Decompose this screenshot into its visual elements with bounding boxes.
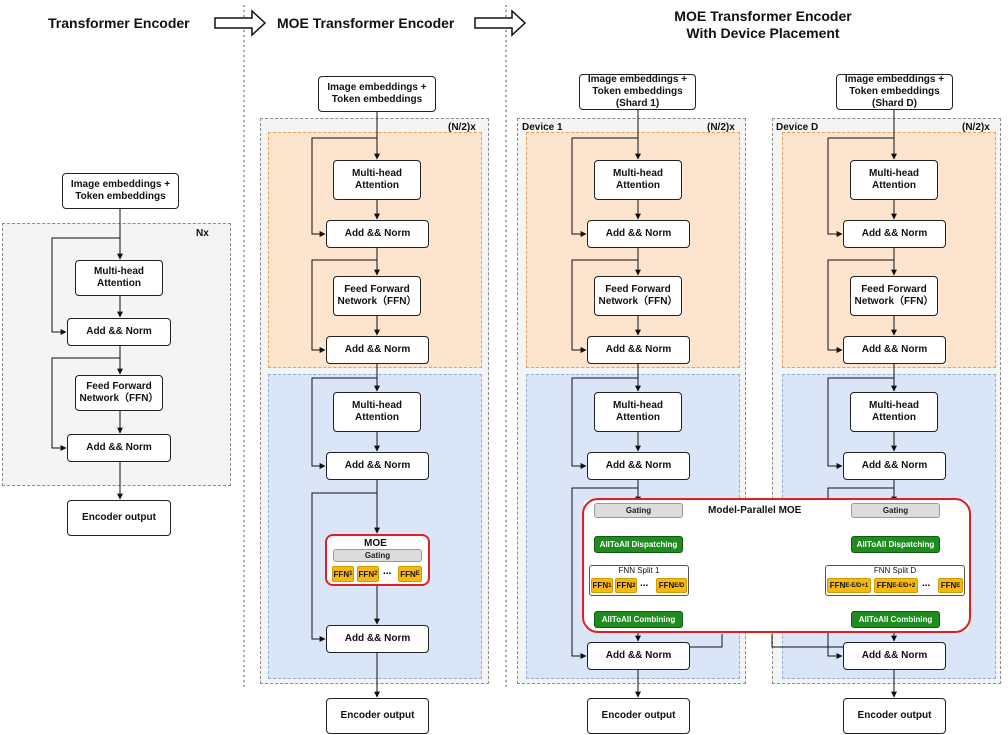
device1-experts-ellipsis: ... (640, 578, 649, 589)
col2-moe-outline (325, 534, 430, 586)
device1-add-norm-3: Add && Norm (587, 452, 690, 480)
deviceD-add-norm-2: Add && Norm (843, 336, 946, 364)
col1-input-box: Image embeddings + Token embeddings (62, 173, 179, 209)
deviceD-encoder-output: Encoder output (843, 698, 946, 734)
device1-add-norm-1: Add && Norm (587, 220, 690, 248)
device1-attention-2: Multi-head Attention (594, 392, 682, 432)
col1-add-norm-2: Add && Norm (67, 434, 171, 462)
deviceD-label: Device D (776, 122, 819, 133)
col1-attention-box: Multi-head Attention (75, 260, 163, 296)
col2-gating-box: Gating (333, 549, 422, 562)
model-parallel-moe-label: Model-Parallel MOE (708, 505, 802, 516)
deviceD-experts-ellipsis: ... (922, 578, 931, 589)
col2-add-norm-1: Add && Norm (326, 220, 429, 248)
deviceD-alltoall-combining: AllToAll Combining (851, 611, 940, 628)
deviceD-ffn-split-label: FNN Split D (873, 566, 917, 575)
title-transformer-encoder: Transformer Encoder (48, 15, 190, 31)
deviceD-add-norm-4: Add && Norm (843, 642, 946, 670)
col2-encoder-output: Encoder output (326, 698, 429, 734)
nx-label: Nx (196, 228, 209, 239)
col2-ffn-box: Feed Forward Network（FFN） (333, 276, 421, 316)
col2-add-norm-2: Add && Norm (326, 336, 429, 364)
col1-ffn-box: Feed Forward Network（FFN） (75, 375, 163, 411)
device1-add-norm-2: Add && Norm (587, 336, 690, 364)
col2-attention-1: Multi-head Attention (333, 160, 421, 200)
deviceD-alltoall-dispatching: AllToAll Dispatching (851, 536, 940, 553)
col2-input-box: Image embeddings + Token embeddings (318, 76, 436, 112)
col2-add-norm-4: Add && Norm (326, 625, 429, 653)
deviceD-n2x-label: (N/2)x (962, 122, 990, 133)
deviceD-attention-2: Multi-head Attention (850, 392, 938, 432)
device1-label: Device 1 (522, 122, 563, 133)
title-moe-device-placement: MOE Transformer Encoder With Device Plac… (674, 8, 852, 41)
deviceD-ffn-box: Feed Forward Network（FFN） (850, 276, 938, 316)
col1-add-norm-1: Add && Norm (67, 318, 171, 346)
col2-add-norm-3: Add && Norm (326, 452, 429, 480)
deviceD-add-norm-1: Add && Norm (843, 220, 946, 248)
col2-attention-2: Multi-head Attention (333, 392, 421, 432)
hollow-arrow-2 (474, 9, 527, 37)
model-parallel-moe-outline (582, 498, 971, 633)
device1-alltoall-combining: AllToAll Combining (594, 611, 683, 628)
deviceD-attention-1: Multi-head Attention (850, 160, 938, 200)
col1-encoder-output: Encoder output (67, 500, 171, 536)
col2-experts-ellipsis: ... (383, 566, 392, 577)
deviceD-gating-box: Gating (851, 503, 940, 518)
hollow-arrow-1 (214, 9, 267, 37)
device1-ffn-split-label: FNN Split 1 (618, 566, 660, 575)
deviceD-input-box: Image embeddings + Token embeddings (Sha… (836, 74, 953, 110)
device1-n2x-label: (N/2)x (707, 122, 735, 133)
device1-attention-1: Multi-head Attention (594, 160, 682, 200)
deviceD-add-norm-3: Add && Norm (843, 452, 946, 480)
device1-input-box: Image embeddings + Token embeddings (Sha… (579, 74, 696, 110)
col2-n2x-label: (N/2)x (448, 122, 476, 133)
device1-add-norm-4: Add && Norm (587, 642, 690, 670)
device1-gating-box: Gating (594, 503, 683, 518)
device1-ffn-box: Feed Forward Network（FFN） (594, 276, 682, 316)
device1-alltoall-dispatching: AllToAll Dispatching (594, 536, 683, 553)
title-moe-encoder: MOE Transformer Encoder (277, 15, 455, 31)
col2-moe-label: MOE (364, 538, 387, 549)
device1-encoder-output: Encoder output (587, 698, 690, 734)
